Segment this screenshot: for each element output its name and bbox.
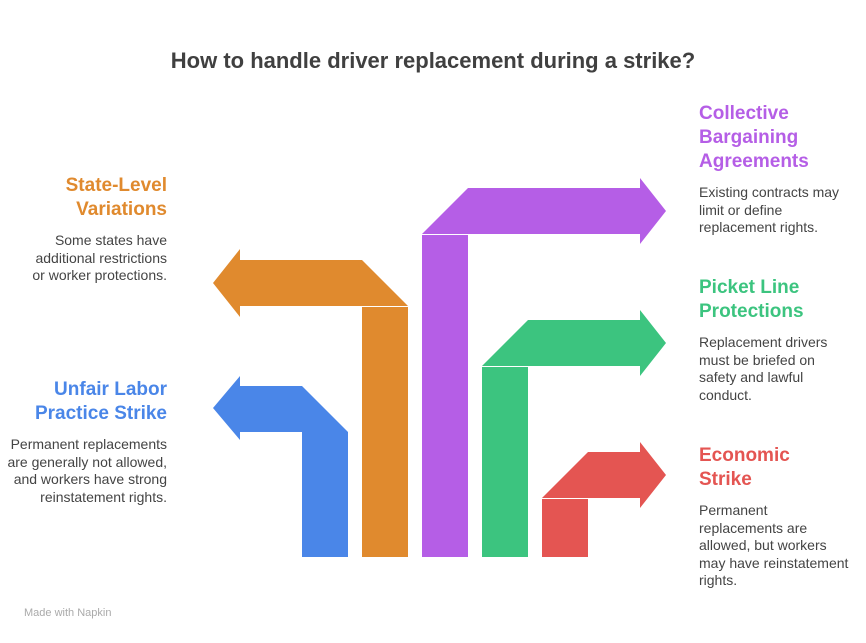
item-desc: Replacement drivers must be briefed on s… — [699, 334, 828, 403]
item-title: Economic Strike — [699, 445, 790, 490]
item-title: Collective Bargaining Agreements — [699, 103, 809, 172]
item-desc: Permanent replacements are generally not… — [7, 436, 167, 505]
item-unfair-labor: Unfair Labor Practice Strike Permanent r… — [0, 378, 167, 506]
item-economic: Economic Strike Permanent replacements a… — [699, 444, 849, 590]
arrow-picket-line — [482, 310, 666, 557]
item-picket-line: Picket Line Protections Replacement driv… — [699, 276, 849, 404]
item-desc: Permanent replacements are allowed, but … — [699, 502, 849, 588]
item-collective-bargaining: Collective Bargaining Agreements Existin… — [699, 102, 849, 237]
arrow-unfair-labor — [213, 376, 348, 557]
item-title: Unfair Labor Practice Strike — [34, 379, 167, 424]
item-title: State-Level Variations — [65, 175, 167, 220]
arrow-collective-bargaining — [422, 178, 666, 557]
item-desc: Existing contracts may limit or define r… — [699, 184, 840, 235]
item-desc: Some states have additional restrictions… — [32, 232, 167, 283]
arrow-economic — [542, 442, 666, 557]
item-state-level: State-Level Variations Some states have … — [0, 174, 167, 285]
arrow-state-level — [213, 249, 408, 557]
napkin-watermark: Made with Napkin — [24, 607, 112, 619]
item-title: Picket Line Protections — [699, 277, 804, 322]
page-title: How to handle driver replacement during … — [170, 48, 696, 73]
